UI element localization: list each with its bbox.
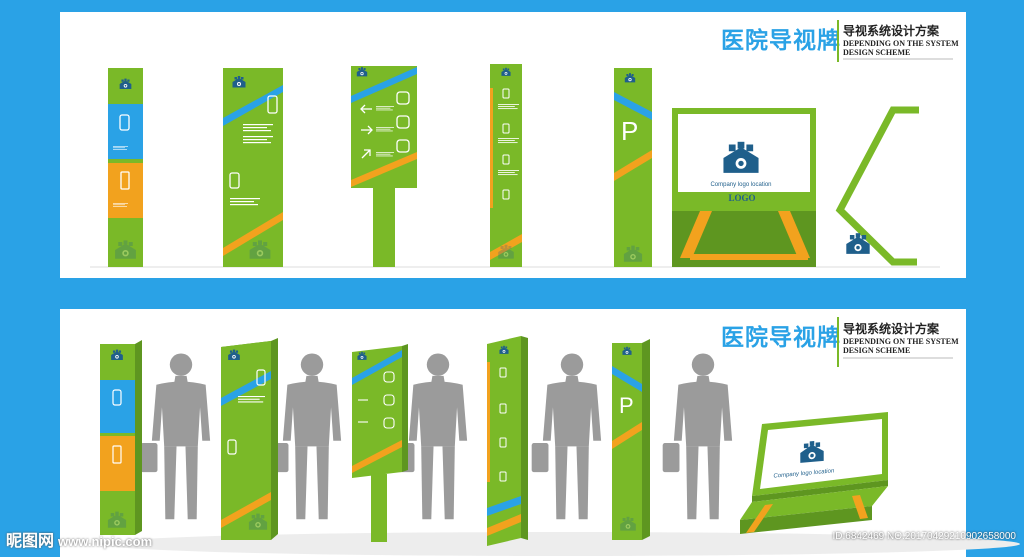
sign-3-perspective: [352, 344, 408, 542]
watermark-brand-text: 昵图网: [6, 531, 55, 550]
sign-2-perspective: [221, 338, 278, 540]
parking-letter: P: [621, 116, 638, 146]
logo-caption: Company logo location: [710, 182, 771, 188]
logo-word: LOGO: [728, 193, 755, 203]
sign-7-elevation: [835, 106, 919, 266]
sign-1-perspective: [100, 340, 142, 535]
subtitle-cn-2: 导视系统设计方案: [843, 322, 940, 336]
sign-5-elevation: [614, 68, 652, 267]
watermark-site: www.nipic.com: [58, 534, 153, 549]
title-divider-2: [837, 317, 839, 367]
sign-2-elevation: [223, 68, 283, 267]
sign-1-elevation: [108, 68, 143, 267]
parking-letter-perspective: P: [619, 393, 634, 418]
logo-caption-perspective: Company logo location: [773, 468, 835, 479]
subtitle-cn: 导视系统设计方案: [843, 24, 940, 38]
subtitle-en-line2-2: DESIGN SCHEME: [843, 346, 911, 355]
subtitle-en-line2: DESIGN SCHEME: [843, 48, 911, 57]
page-title-2: 医院导视牌: [721, 325, 841, 351]
floor-shadow: [100, 532, 1020, 556]
sign-4-elevation: [490, 64, 522, 267]
watermark-id: ID:6842469 NO:20170429210902658000: [832, 531, 1017, 542]
subtitle-en-line1-2: DEPENDING ON THE SYSTEM: [843, 337, 959, 346]
fine-print-rule: [843, 58, 953, 60]
sign-5-perspective: [612, 339, 650, 540]
sign-6-board-elevation: [672, 108, 816, 267]
sign-3-elevation: [351, 66, 417, 267]
title-divider: [837, 20, 839, 62]
sign-6-perspective: [740, 412, 888, 534]
page-title: 医院导视牌: [721, 28, 841, 54]
subtitle-en-line1: DEPENDING ON THE SYSTEM: [843, 39, 959, 48]
fine-print-rule-2: [843, 357, 953, 359]
sign-4-perspective: [487, 336, 528, 546]
